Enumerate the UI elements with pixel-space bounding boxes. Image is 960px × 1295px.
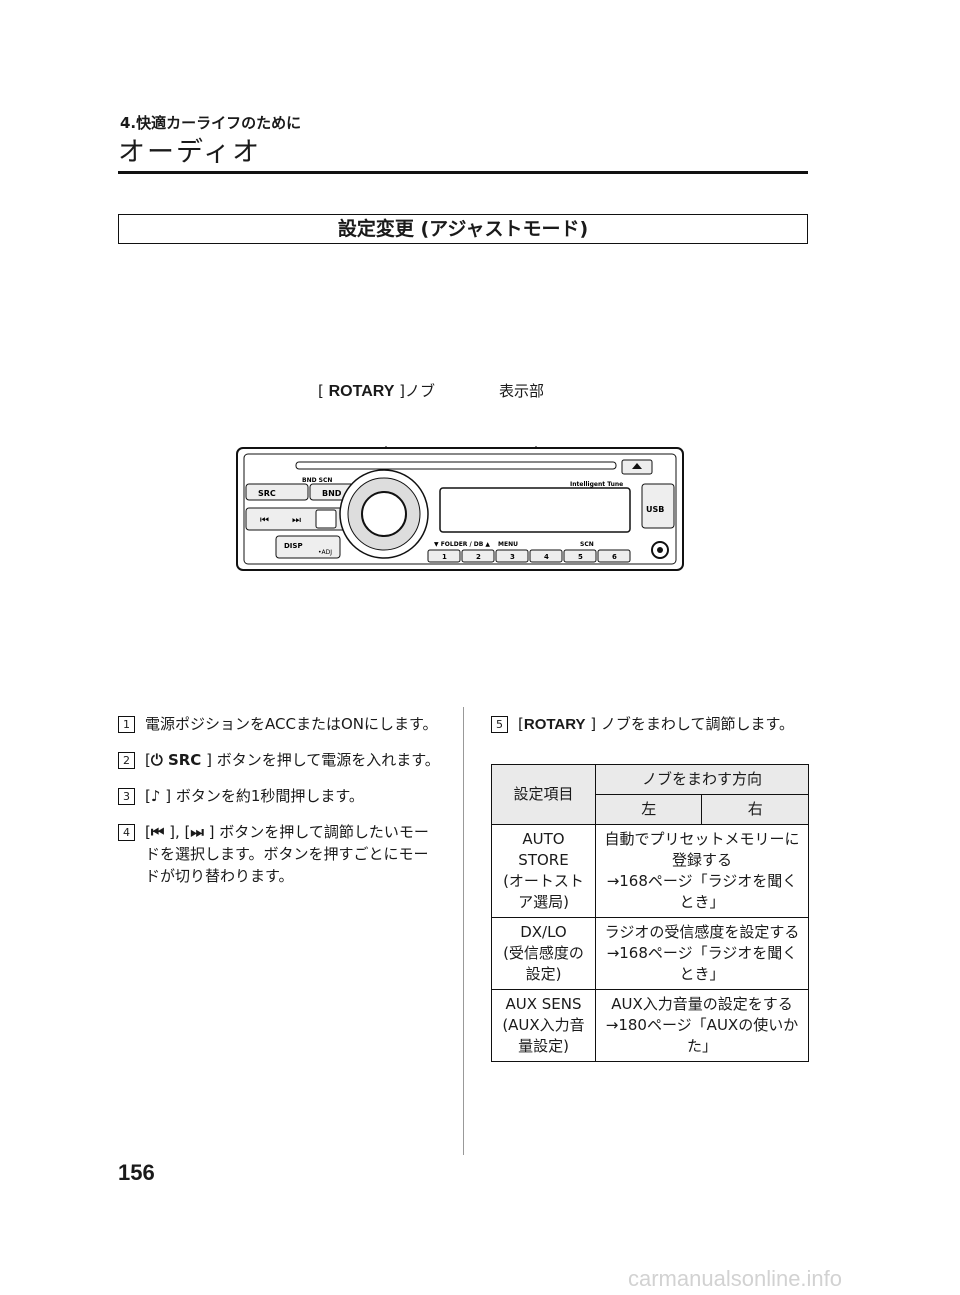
settings-table: 設定項目 ノブをまわす方向 左 右 AUTO STORE (オートスト ア選局)… [491, 764, 809, 1062]
preset-button [461, 549, 495, 563]
row-ref: →180ページ「AUXの使いかた」 [605, 1016, 799, 1055]
preset-label: 2 [476, 553, 481, 561]
rotary-close: ]ノブ [394, 382, 436, 400]
preset-button [563, 549, 597, 563]
preset-button [427, 549, 461, 563]
scn-label: SCN [580, 541, 594, 548]
preset-label: 1 [442, 553, 447, 561]
row-desc-text: 自動でプリセットメモリーに登録する [604, 830, 800, 869]
usb-cover [641, 483, 675, 529]
row-ref: →168ページ「ラジオを聞くとき」 [606, 872, 798, 911]
rotary-cap [361, 491, 407, 537]
step-number: 4 [118, 824, 135, 841]
preset-label: 6 [612, 553, 617, 561]
step-text: ] ボタンを押して調節したいモードを選択します。ボタンを押すごとにモードが切り替… [145, 823, 429, 885]
step-text: ] ボタンを押して電源を入れます。 [201, 751, 440, 769]
preset-buttons: 1 2 3 4 5 6 [427, 549, 631, 563]
prev-key-icon: ⏮ [150, 823, 165, 841]
rotary-open: [ [318, 382, 329, 400]
adj-label: •ADJ [318, 549, 332, 556]
preset-button [529, 549, 563, 563]
rotary-key-label: ROTARY [328, 383, 395, 400]
step-2: 2 [⏻ SRC ] ボタンを押して電源を入れます。 [118, 749, 443, 771]
step-bracket: [ [145, 787, 151, 805]
brand-label: Intelligent Tune [570, 481, 623, 488]
chapter-heading: 4.快適カーライフのために [120, 114, 302, 132]
music-note-key-icon: ♪ [150, 787, 161, 805]
prev-icon: ⏮ [260, 515, 269, 526]
step-bracket: [ [145, 823, 151, 841]
bnd-label: BND [322, 489, 342, 498]
step-bracket: [ [145, 751, 151, 769]
page-title: オーディオ [118, 137, 262, 168]
row-desc: 自動でプリセットメモリーに登録する→168ページ「ラジオを聞くとき」 [595, 824, 809, 918]
src-label: SRC [258, 489, 276, 498]
menu-label: MENU [498, 541, 518, 548]
header-left: 左 [594, 794, 703, 825]
step-3: 3 [♪ ] ボタンを約1秒間押します。 [118, 785, 443, 807]
row-item: AUX SENS (AUX入力音 量設定) [491, 989, 596, 1062]
top-small-label: BND SCN [302, 477, 332, 484]
head-unit-illustration: SRC BND BND SCN ⏮ ⏭ DISP •ADJ Intelligen… [236, 446, 684, 571]
step-number: 3 [118, 788, 135, 805]
preset-button [495, 549, 529, 563]
disp-adj-buttons [275, 535, 341, 559]
next-key-icon: ⏭ [190, 823, 204, 841]
table-row: AUTO STORE (オートスト ア選局) 自動でプリセットメモリーに登録する… [491, 824, 809, 918]
step-bracket: [ [518, 715, 524, 733]
step-1: 1 電源ポジションをACCまたはONにします。 [118, 713, 443, 735]
row-ref: →168ページ「ラジオを聞くとき」 [606, 944, 798, 983]
column-divider [463, 707, 464, 1155]
power-src-key: ⏻ SRC [150, 751, 202, 769]
title-rule [118, 171, 808, 174]
row-desc: AUX入力音量の設定をする →180ページ「AUXの使いかた」 [595, 989, 809, 1062]
row-item: AUTO STORE (オートスト ア選局) [491, 824, 596, 918]
row-desc-text: AUX入力音量の設定をする [611, 995, 793, 1013]
page-number: 156 [118, 1160, 155, 1185]
header-item: 設定項目 [491, 764, 596, 825]
header-direction: ノブをまわす方向 [595, 764, 809, 795]
step-4: 4 [⏮ ], [⏭ ] ボタンを押して調節したいモードを選択します。ボタンを押… [118, 821, 443, 887]
table-row: DX/LO (受信感度の 設定) ラジオの受信感度を設定する →168ページ「ラジ… [491, 917, 809, 990]
rotary-key: ROTARY [523, 716, 586, 733]
display-callout: 表示部 [499, 382, 545, 400]
table-row: AUX SENS (AUX入力音 量設定) AUX入力音量の設定をする →180ペ… [491, 989, 809, 1062]
step-5: 5 [ROTARY ] ノブをまわして調節します。 [491, 713, 811, 750]
preset-label: 3 [510, 553, 515, 561]
row-desc: ラジオの受信感度を設定する →168ページ「ラジオを聞くとき」 [595, 917, 809, 990]
steps-list: 1 電源ポジションをACCまたはONにします。 2 [⏻ SRC ] ボタンを押… [118, 713, 443, 901]
watermark: carmanualsonline.info [628, 1266, 843, 1291]
preset-label: 4 [544, 553, 549, 561]
step-number: 5 [491, 716, 508, 733]
step-number: 1 [118, 716, 135, 733]
cd-slot [295, 461, 617, 470]
header-right: 右 [701, 794, 809, 825]
step-bracket-mid: ], [ [164, 823, 191, 841]
usb-label: USB [646, 505, 664, 514]
step-text: 電源ポジションをACCまたはONにします。 [145, 715, 438, 733]
rotary-knob-callout: [ ROTARY ]ノブ [318, 380, 435, 401]
preset-label: 5 [578, 553, 583, 561]
step-text: ] ノブをまわして調節します。 [585, 715, 794, 733]
disp-label: DISP [284, 542, 303, 550]
eject-icon [632, 463, 642, 469]
row-item: DX/LO (受信感度の 設定) [491, 917, 596, 990]
next-icon: ⏭ [292, 515, 301, 526]
step-number: 2 [118, 752, 135, 769]
step-text: ] ボタンを約1秒間押します。 [160, 787, 364, 805]
section-title: 設定変更 (アジャストモード) [118, 214, 808, 244]
folder-label: ▼ FOLDER / DB ▲ [434, 541, 490, 548]
src-button [245, 483, 309, 501]
row-desc-text: ラジオの受信感度を設定する [604, 923, 800, 941]
display-panel [439, 487, 631, 533]
preset-button [597, 549, 631, 563]
